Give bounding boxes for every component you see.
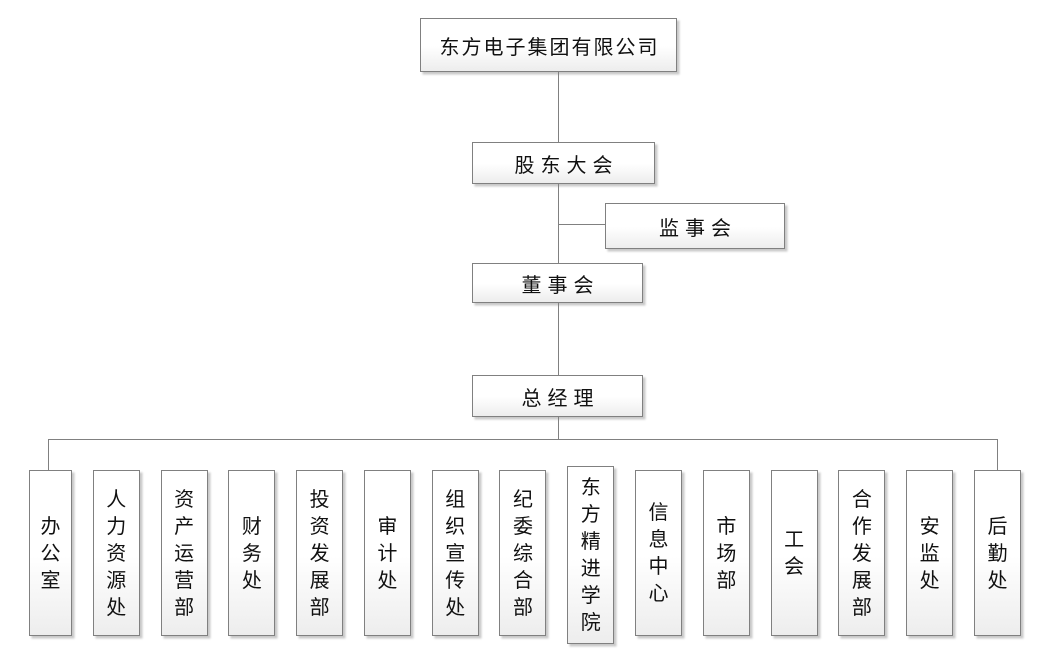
dept-box-12: 工 会 — [770, 470, 818, 636]
dept-box-4: 财 务 处 — [228, 470, 276, 636]
dept-box-13: 合 作 发 展 部 — [838, 470, 886, 636]
node-board-of-directors: 董事会 — [472, 263, 643, 303]
connector-supervisory-branch — [558, 224, 605, 225]
connector-rail-right-drop — [997, 439, 998, 470]
dept-box-15: 后 勤 处 — [973, 470, 1021, 636]
node-supervisory-board: 监事会 — [605, 203, 785, 249]
connector-board-gm — [558, 303, 559, 375]
connector-gm-rail — [558, 417, 559, 439]
node-company: 东方电子集团有限公司 — [420, 18, 677, 72]
connector-shareholders-board — [558, 184, 559, 263]
connector-rail-left-drop — [48, 439, 49, 470]
departments-row: 办 公 室人 力 资 源 处资 产 运 营 部财 务 处投 资 发 展 部审 计… — [29, 466, 1021, 644]
dept-box-2: 人 力 资 源 处 — [92, 470, 140, 636]
dept-box-9: 东 方 精 进 学 院 — [567, 466, 615, 644]
dept-box-8: 纪 委 综 合 部 — [499, 470, 547, 636]
node-shareholders-meeting: 股东大会 — [472, 142, 655, 184]
dept-box-3: 资 产 运 营 部 — [160, 470, 208, 636]
dept-box-14: 安 监 处 — [906, 470, 954, 636]
dept-box-6: 审 计 处 — [363, 470, 411, 636]
dept-box-1: 办 公 室 — [29, 470, 72, 636]
dept-box-11: 市 场 部 — [702, 470, 750, 636]
dept-box-7: 组 织 宣 传 处 — [431, 470, 479, 636]
dept-box-5: 投 资 发 展 部 — [296, 470, 344, 636]
node-general-manager: 总经理 — [472, 375, 643, 417]
connector-main-rail — [48, 439, 998, 440]
dept-box-10: 信 息 中 心 — [635, 470, 683, 636]
connector-company-shareholders — [558, 72, 559, 142]
